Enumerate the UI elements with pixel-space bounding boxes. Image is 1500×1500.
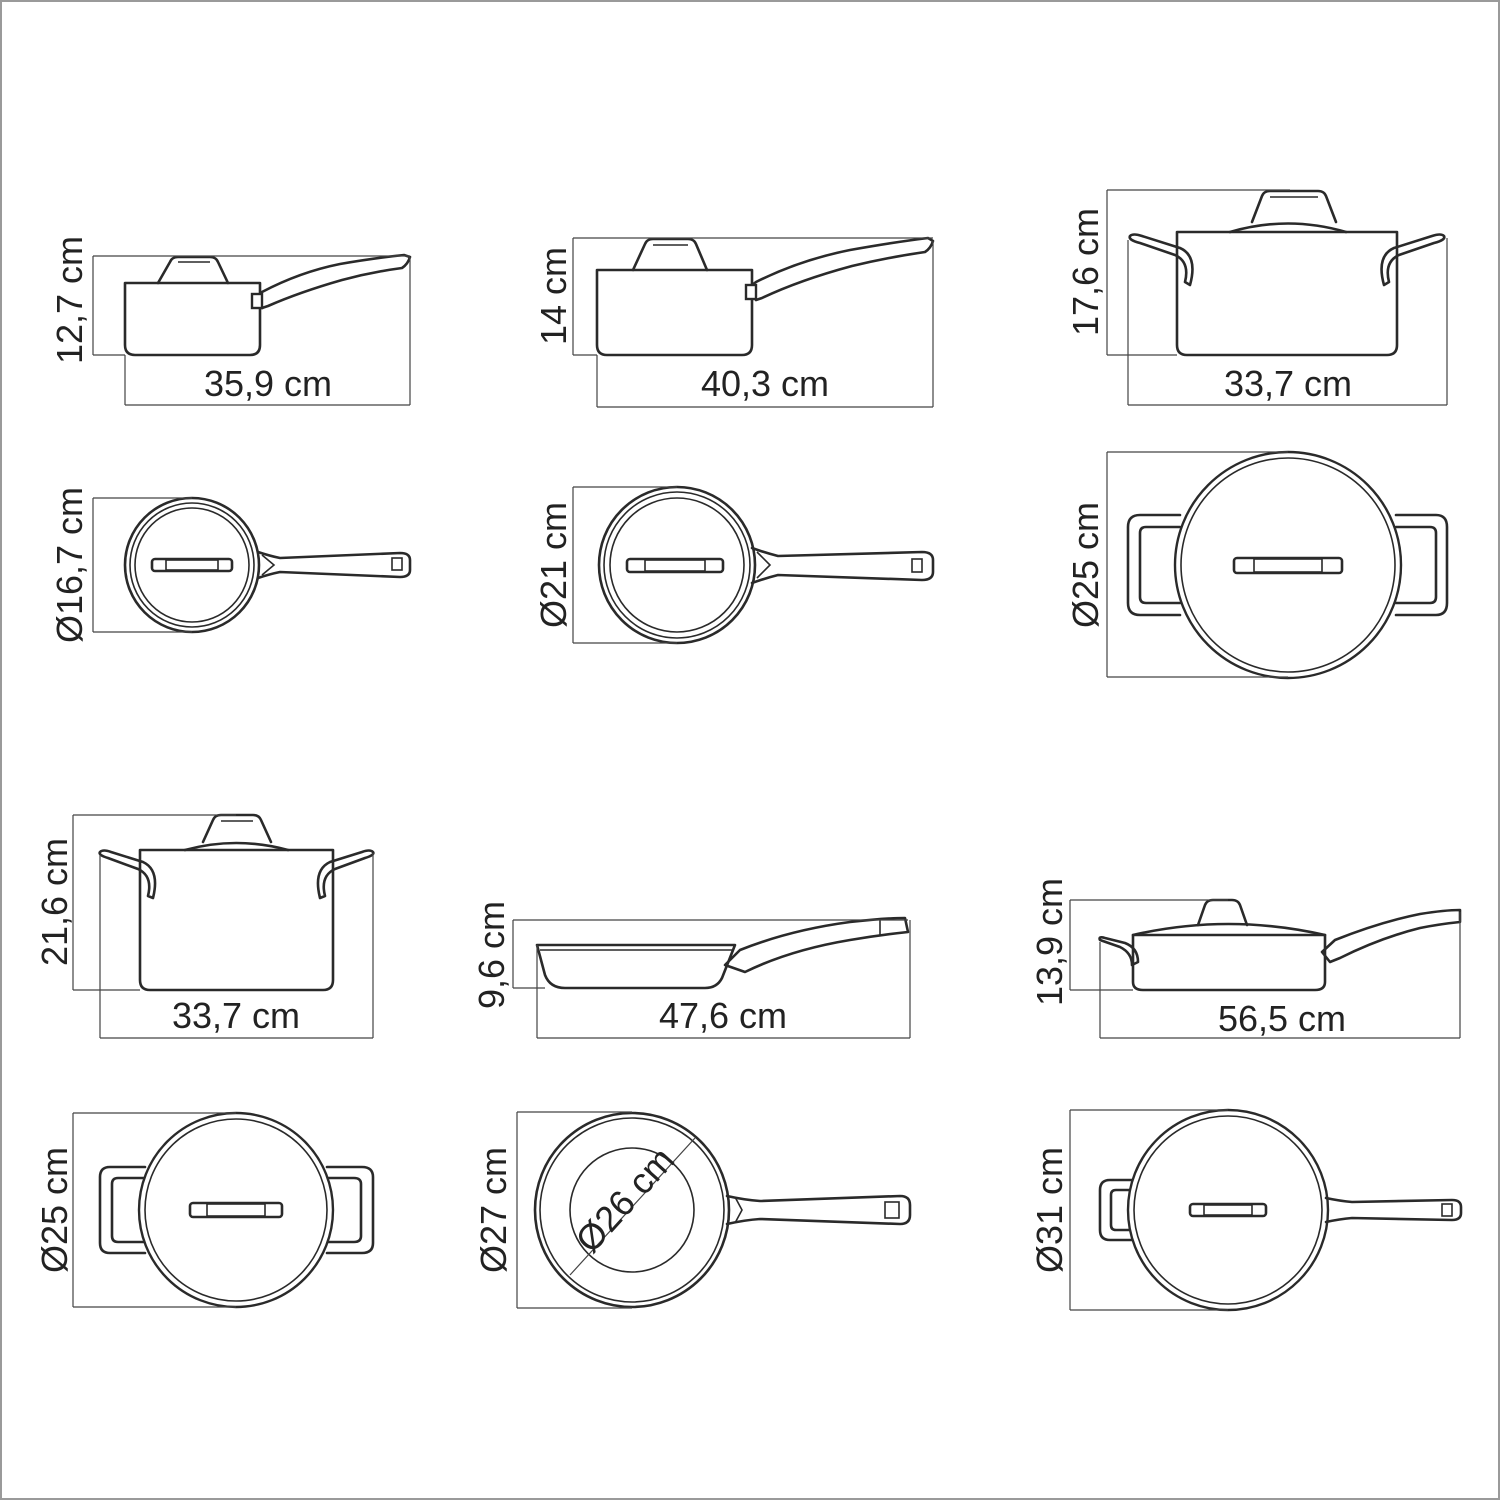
height-label: 17,6 cm (1065, 208, 1106, 336)
height-label: 9,6 cm (471, 901, 512, 1009)
diameter-label: Ø21 cm (533, 502, 574, 628)
diameter-label: Ø25 cm (34, 1147, 75, 1273)
height-label: 14 cm (533, 247, 574, 345)
inner-diameter-label: Ø26 cm (567, 1139, 682, 1260)
width-label: 56,5 cm (1218, 998, 1346, 1039)
height-label: 21,6 cm (34, 838, 75, 966)
saucepan-small-top-view: Ø16,7 cm (49, 487, 412, 643)
casserole-low-side-view: 17,6 cm 33,7 cm (1065, 189, 1448, 406)
height-label: 12,7 cm (49, 236, 90, 364)
diameter-label: Ø16,7 cm (49, 487, 90, 643)
saucepan-medium-side-view: 14 cm 40,3 cm (533, 236, 935, 408)
frying-pan-top-view: Ø27 cm Ø26 cm (473, 1111, 912, 1309)
frying-pan-side-view: 9,6 cm 47,6 cm (471, 901, 911, 1039)
diameter-label: Ø25 cm (1065, 502, 1106, 628)
width-label: 40,3 cm (701, 363, 829, 404)
width-label: 33,7 cm (172, 995, 300, 1036)
width-label: 47,6 cm (659, 995, 787, 1036)
casserole-low-top-view: Ø25 cm (1065, 450, 1449, 680)
width-label: 35,9 cm (204, 363, 332, 404)
saute-pan-side-view: 13,9 cm 56,5 cm (1029, 878, 1462, 1039)
casserole-tall-side-view: 21,6 cm 33,7 cm (34, 813, 375, 1039)
saucepan-medium-top-view: Ø21 cm (533, 485, 935, 645)
diameter-label: Ø27 cm (473, 1147, 514, 1273)
casserole-tall-top-view: Ø25 cm (34, 1111, 375, 1309)
height-label: 13,9 cm (1029, 878, 1070, 1006)
saucepan-small-side-view: 12,7 cm 35,9 cm (49, 236, 412, 406)
saute-pan-top-view: Ø31 cm (1029, 1108, 1463, 1312)
width-label: 33,7 cm (1224, 363, 1352, 404)
diameter-label: Ø31 cm (1029, 1147, 1070, 1273)
